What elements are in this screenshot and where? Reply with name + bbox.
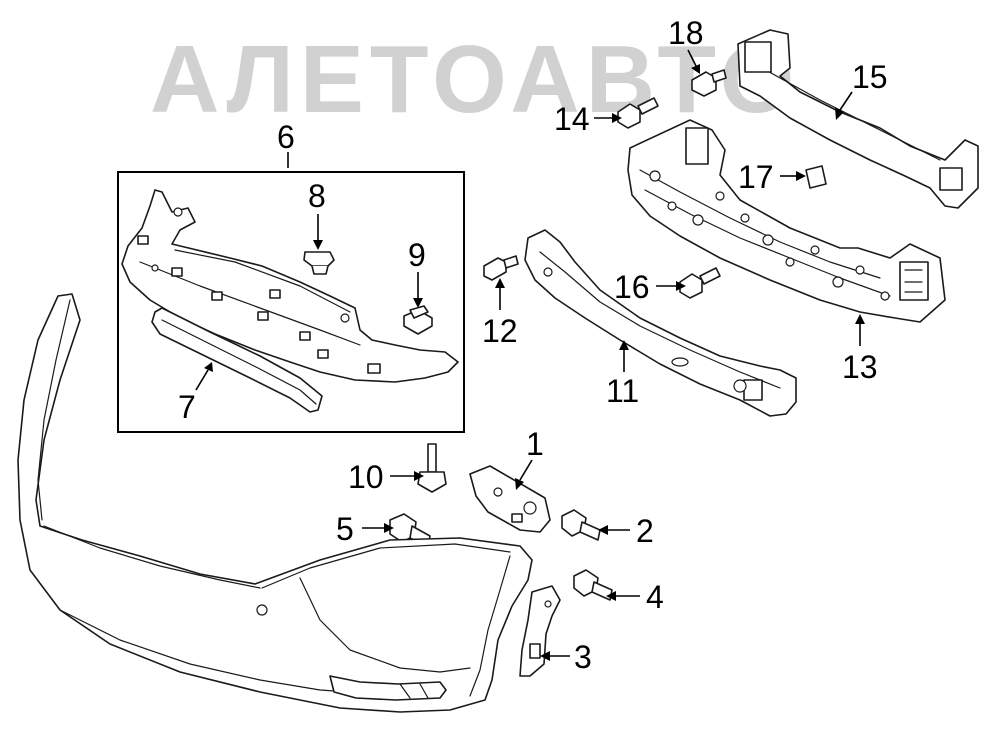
part-bolt-2 <box>561 509 601 541</box>
part-bolt-14 <box>617 97 659 129</box>
callout-labels: 6 8 9 7 10 5 1 2 4 3 12 11 13 14 15 16 1… <box>178 15 888 675</box>
callout-8: 8 <box>308 178 326 214</box>
callout-6: 6 <box>277 119 295 155</box>
callout-12: 12 <box>482 313 518 349</box>
callout-11: 11 <box>606 373 639 409</box>
callout-9: 9 <box>408 237 426 273</box>
part-block-17 <box>805 165 827 189</box>
part-bolt-4 <box>573 569 613 601</box>
part-strip <box>151 307 323 413</box>
callout-4: 4 <box>646 579 664 615</box>
inset-box <box>117 171 465 433</box>
part-bracket-15 <box>737 29 979 209</box>
part-screw-12 <box>483 255 519 281</box>
part-absorber-bar <box>524 229 797 417</box>
callout-14: 14 <box>554 101 590 137</box>
callout-15: 15 <box>852 59 888 95</box>
part-bolt-16 <box>679 267 721 299</box>
callout-3: 3 <box>574 639 592 675</box>
callout-arrows <box>195 49 865 661</box>
callout-16: 16 <box>614 269 650 305</box>
callout-18: 18 <box>668 15 704 51</box>
part-clip-18 <box>691 69 727 97</box>
part-under-cover <box>121 189 459 383</box>
callout-1: 1 <box>526 426 544 462</box>
part-reinforcement <box>627 119 946 323</box>
part-nut-9 <box>403 305 433 335</box>
part-clip-8 <box>303 251 335 275</box>
watermark-text: АЛЕТОАВТО <box>150 26 800 133</box>
callout-17: 17 <box>738 159 774 195</box>
part-bolt-10 <box>417 443 447 493</box>
callout-5: 5 <box>336 511 354 547</box>
callout-13: 13 <box>842 349 878 385</box>
part-bracket-3 <box>519 585 561 677</box>
callout-2: 2 <box>636 513 654 549</box>
callout-7: 7 <box>178 389 196 425</box>
callout-10: 10 <box>348 459 384 495</box>
part-bumper-cover <box>17 293 533 713</box>
part-bracket-1 <box>469 465 551 533</box>
